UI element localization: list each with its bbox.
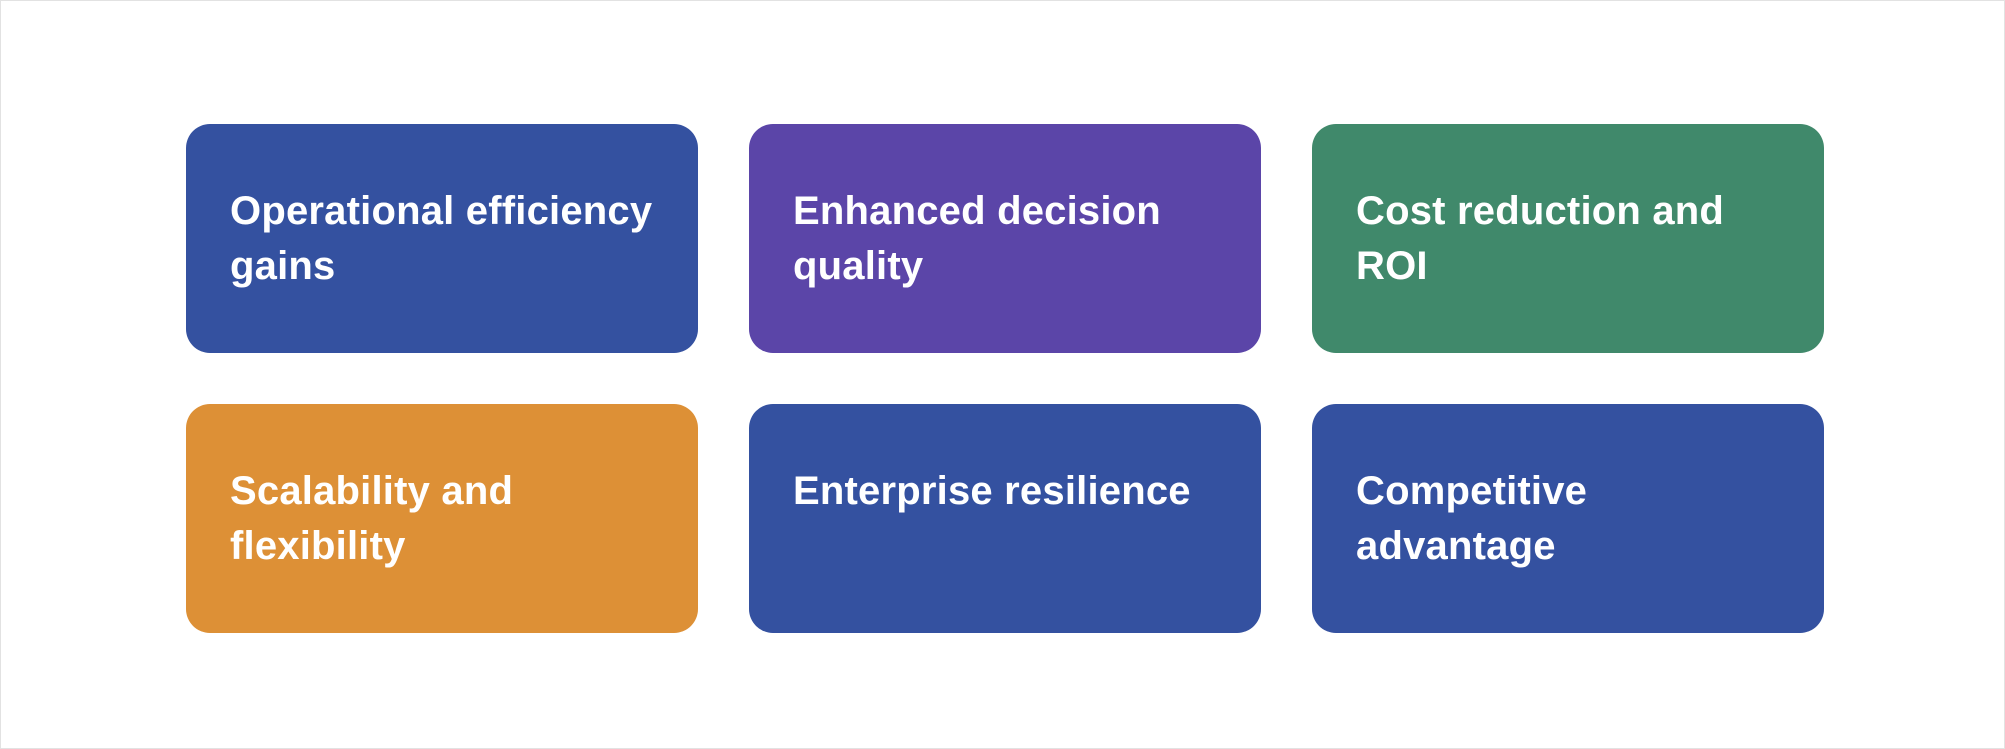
card-label-line: Operational efficiency [230, 188, 653, 233]
card-enterprise-resilience: Enterprise resilience [749, 404, 1261, 633]
card-label-line: gains [230, 243, 336, 288]
card-competitive-advantage: Competitive advantage [1312, 404, 1824, 633]
card-scalability-flexibility: Scalability and flexibility [186, 404, 698, 633]
card-label: Cost reduction and ROI [1356, 184, 1800, 294]
card-label: Operational efficiency gains [230, 184, 674, 294]
card-label-line: Cost reduction and [1356, 188, 1725, 233]
card-label-line: Enhanced decision [793, 188, 1161, 233]
card-label-line: flexibility [230, 523, 406, 568]
card-label-line: quality [793, 243, 924, 288]
card-label-line: ROI [1356, 243, 1428, 288]
card-label-line: Enterprise resilience [793, 468, 1191, 513]
card-label: Enhanced decision quality [793, 184, 1237, 294]
card-label: Enterprise resilience [793, 464, 1237, 574]
card-label-line: Scalability and [230, 468, 514, 513]
card-label-line: advantage [1356, 523, 1556, 568]
card-enhanced-decision-quality: Enhanced decision quality [749, 124, 1261, 353]
benefit-card-grid: Operational efficiency gains Enhanced de… [186, 124, 1824, 633]
card-cost-reduction-roi: Cost reduction and ROI [1312, 124, 1824, 353]
card-label-line: Competitive [1356, 468, 1588, 513]
card-operational-efficiency-gains: Operational efficiency gains [186, 124, 698, 353]
card-label: Competitive advantage [1356, 464, 1800, 574]
card-label: Scalability and flexibility [230, 464, 674, 574]
